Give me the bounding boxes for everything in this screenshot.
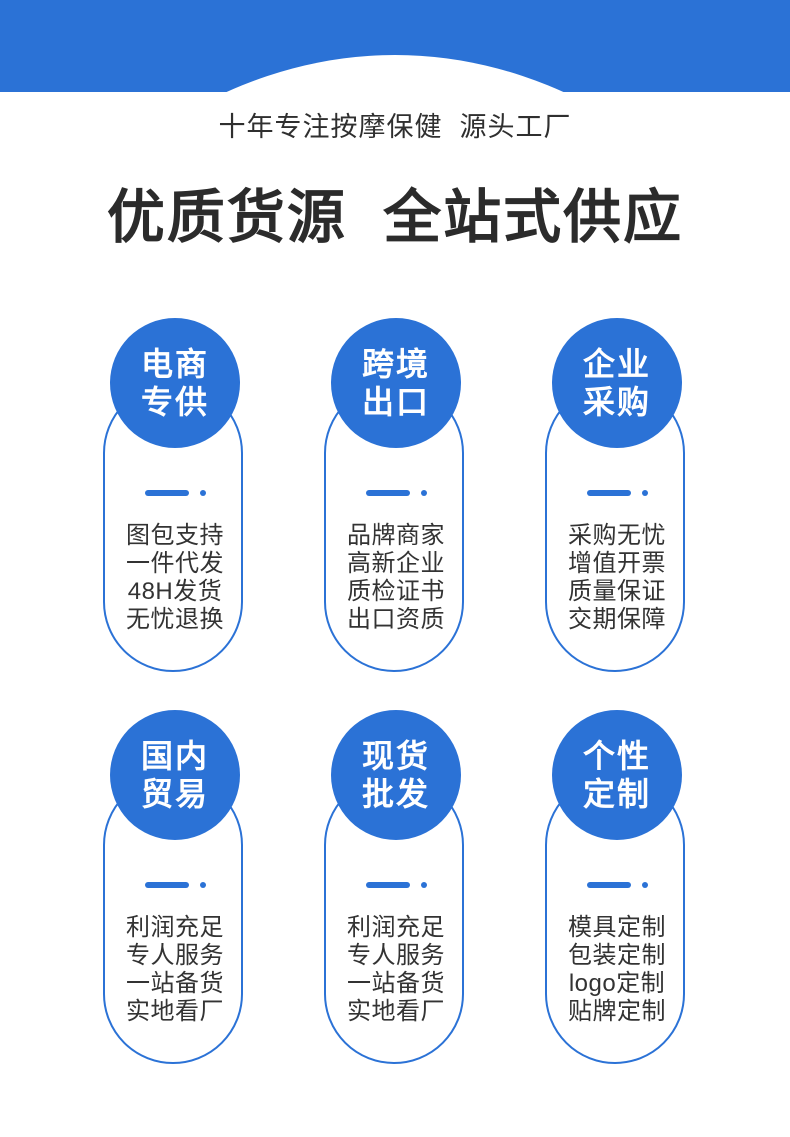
card-badge-line2: 出口	[361, 384, 430, 420]
card-badge-line2: 定制	[582, 776, 651, 812]
card-divider	[103, 882, 247, 888]
card-badge-line2: 专供	[140, 384, 209, 420]
card-badge-line2: 贸易	[140, 776, 209, 812]
card-badge-line1: 跨境	[361, 346, 430, 382]
list-item: 利润充足	[126, 914, 224, 941]
card-pill-outline	[324, 775, 464, 1064]
list-item: 采购无忧	[568, 522, 666, 549]
card-badge-line1: 个性	[582, 738, 651, 774]
divider-dash-icon	[365, 490, 410, 496]
list-item: 高新企业	[347, 550, 445, 577]
card-badge-line1: 国内	[140, 738, 209, 774]
header-subtitle: 十年专注按摩保健 源头工厂	[218, 112, 572, 142]
list-item: logo定制	[568, 970, 666, 997]
feature-card-ecommerce[interactable]: 电商 专供 图包支持 一件代发 48H发货 无忧退换	[103, 318, 247, 676]
card-feature-list: 利润充足 专人服务 一站备货 实地看厂	[103, 914, 247, 1026]
card-divider	[324, 490, 468, 496]
card-badge: 现货 批发	[331, 710, 461, 840]
card-badge: 企业 采购	[552, 318, 682, 448]
list-item: 质量保证	[568, 578, 666, 605]
list-item: 交期保障	[568, 606, 666, 633]
card-badge-line2: 采购	[582, 384, 651, 420]
card-feature-list: 图包支持 一件代发 48H发货 无忧退换	[103, 522, 247, 634]
list-item: 专人服务	[126, 942, 224, 969]
feature-card-spot-wholesale[interactable]: 现货 批发 利润充足 专人服务 一站备货 实地看厂	[324, 710, 468, 1068]
header-banner	[0, 0, 790, 92]
card-feature-list: 品牌商家 高新企业 质检证书 出口资质	[324, 522, 468, 634]
feature-card-grid: 电商 专供 图包支持 一件代发 48H发货 无忧退换 跨境 出口	[0, 318, 790, 1102]
list-item: 实地看厂	[347, 998, 445, 1025]
card-badge: 国内 贸易	[110, 710, 240, 840]
divider-dot-icon	[420, 490, 427, 496]
card-divider	[324, 882, 468, 888]
divider-dot-icon	[199, 490, 206, 496]
list-item: 实地看厂	[126, 998, 224, 1025]
divider-dot-icon	[199, 882, 206, 888]
feature-card-cross-border[interactable]: 跨境 出口 品牌商家 高新企业 质检证书 出口资质	[324, 318, 468, 676]
list-item: 模具定制	[568, 914, 666, 941]
list-item: 增值开票	[568, 550, 666, 577]
list-item: 出口资质	[347, 606, 445, 633]
feature-card-domestic-trade[interactable]: 国内 贸易 利润充足 专人服务 一站备货 实地看厂	[103, 710, 247, 1068]
card-row-bottom: 国内 贸易 利润充足 专人服务 一站备货 实地看厂 现货 批发	[0, 710, 790, 1102]
card-badge: 跨境 出口	[331, 318, 461, 448]
list-item: 48H发货	[127, 578, 223, 605]
card-badge-line1: 企业	[582, 346, 651, 382]
divider-dash-icon	[144, 882, 189, 888]
list-item: 利润充足	[347, 914, 445, 941]
divider-dash-icon	[586, 490, 631, 496]
card-feature-list: 采购无忧 增值开票 质量保证 交期保障	[545, 522, 689, 634]
card-divider	[545, 882, 689, 888]
divider-dash-icon	[144, 490, 189, 496]
card-badge-line1: 现货	[361, 738, 430, 774]
header-arch-shape	[0, 55, 790, 92]
list-item: 一站备货	[126, 970, 224, 997]
card-feature-list: 利润充足 专人服务 一站备货 实地看厂	[324, 914, 468, 1026]
card-badge-line1: 电商	[140, 346, 209, 382]
divider-dash-icon	[365, 882, 410, 888]
list-item: 无忧退换	[126, 606, 224, 633]
list-item: 一件代发	[126, 550, 224, 577]
card-row-top: 电商 专供 图包支持 一件代发 48H发货 无忧退换 跨境 出口	[0, 318, 790, 710]
list-item: 一站备货	[347, 970, 445, 997]
card-divider	[103, 490, 247, 496]
card-badge: 个性 定制	[552, 710, 682, 840]
list-item: 图包支持	[126, 522, 224, 549]
list-item: 专人服务	[347, 942, 445, 969]
card-divider	[545, 490, 689, 496]
card-feature-list: 模具定制 包装定制 logo定制 贴牌定制	[545, 914, 689, 1026]
card-badge-line2: 批发	[361, 776, 430, 812]
feature-card-enterprise-purchase[interactable]: 企业 采购 采购无忧 增值开票 质量保证 交期保障	[545, 318, 689, 676]
list-item: 质检证书	[347, 578, 445, 605]
list-item: 贴牌定制	[568, 998, 666, 1025]
feature-card-customization[interactable]: 个性 定制 模具定制 包装定制 logo定制 贴牌定制	[545, 710, 689, 1068]
card-badge: 电商 专供	[110, 318, 240, 448]
divider-dot-icon	[420, 882, 427, 888]
divider-dash-icon	[586, 882, 631, 888]
divider-dot-icon	[641, 490, 648, 496]
card-pill-outline	[103, 775, 243, 1064]
list-item: 品牌商家	[347, 522, 445, 549]
list-item: 包装定制	[568, 942, 666, 969]
divider-dot-icon	[641, 882, 648, 888]
page-title: 优质货源 全站式供应	[106, 185, 684, 250]
